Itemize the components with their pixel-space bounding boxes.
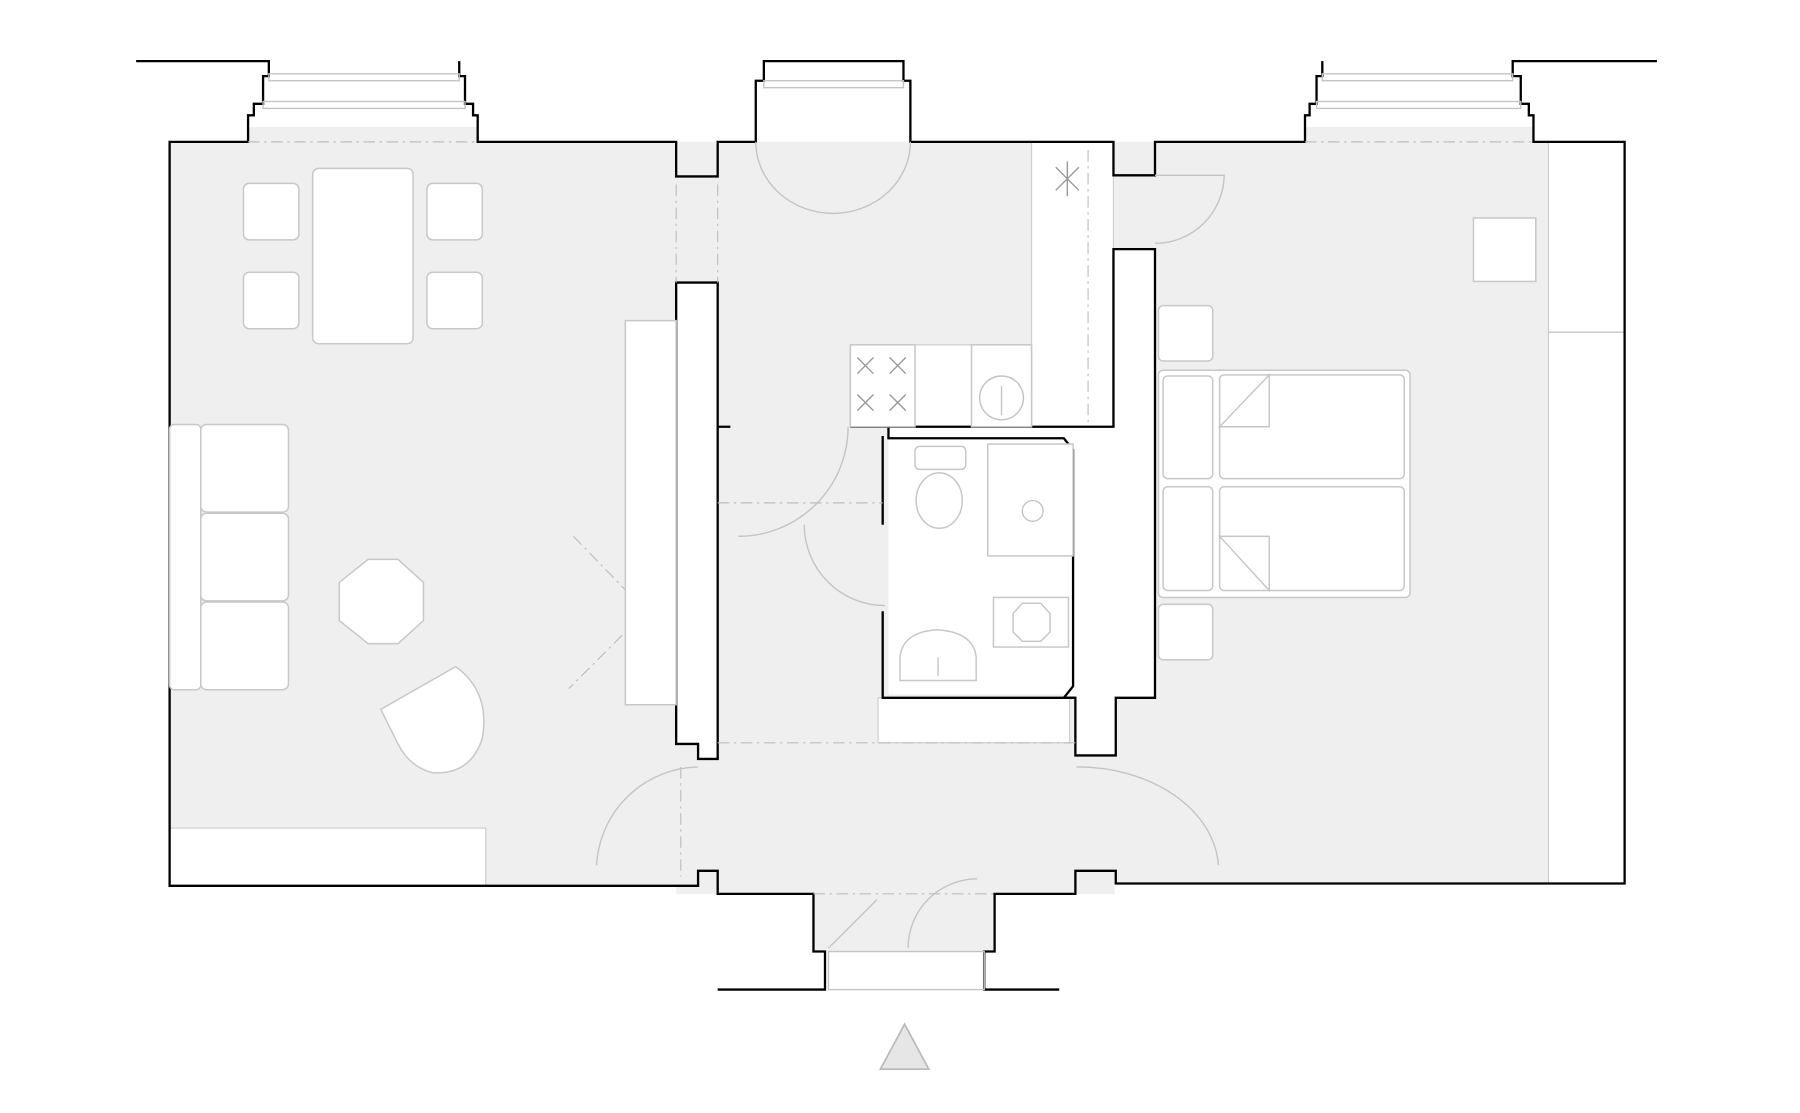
nightstand <box>1157 304 1214 362</box>
living-cabinet <box>169 827 487 887</box>
dining-table <box>311 167 414 345</box>
bed <box>1157 369 1411 599</box>
tv-unit <box>624 319 677 706</box>
window-right <box>1315 73 1522 110</box>
window-center <box>763 80 905 89</box>
entrance-floor <box>813 870 995 952</box>
chair <box>426 271 484 330</box>
wardrobe-right <box>1547 141 1626 885</box>
washing-machine <box>992 596 1070 648</box>
window-recess-left <box>248 126 478 142</box>
toilet <box>914 445 967 529</box>
north-arrow-icon <box>878 1022 931 1071</box>
hall-storage <box>877 697 1071 744</box>
outer-wall-top <box>458 59 1324 178</box>
chair <box>426 182 484 241</box>
bathroom-wall <box>881 435 1076 699</box>
nightstand <box>1157 603 1214 661</box>
stove <box>849 344 916 428</box>
chair <box>242 271 300 330</box>
kitchen-fan <box>1055 161 1080 197</box>
partition-wall-left <box>674 281 719 761</box>
coffee-table <box>338 558 425 645</box>
bedroom-side-table <box>1472 217 1537 283</box>
outer-wall-right <box>983 59 1657 991</box>
shower <box>986 443 1074 557</box>
armchair <box>379 665 485 774</box>
window-recess-right <box>1305 126 1534 142</box>
kitchen-sink <box>970 344 1033 428</box>
dining-set <box>242 167 484 345</box>
chair <box>242 182 300 241</box>
window-left <box>262 73 466 110</box>
sofa <box>168 423 290 691</box>
bathroom-sink <box>899 628 977 682</box>
door-thresholds <box>248 141 1534 991</box>
